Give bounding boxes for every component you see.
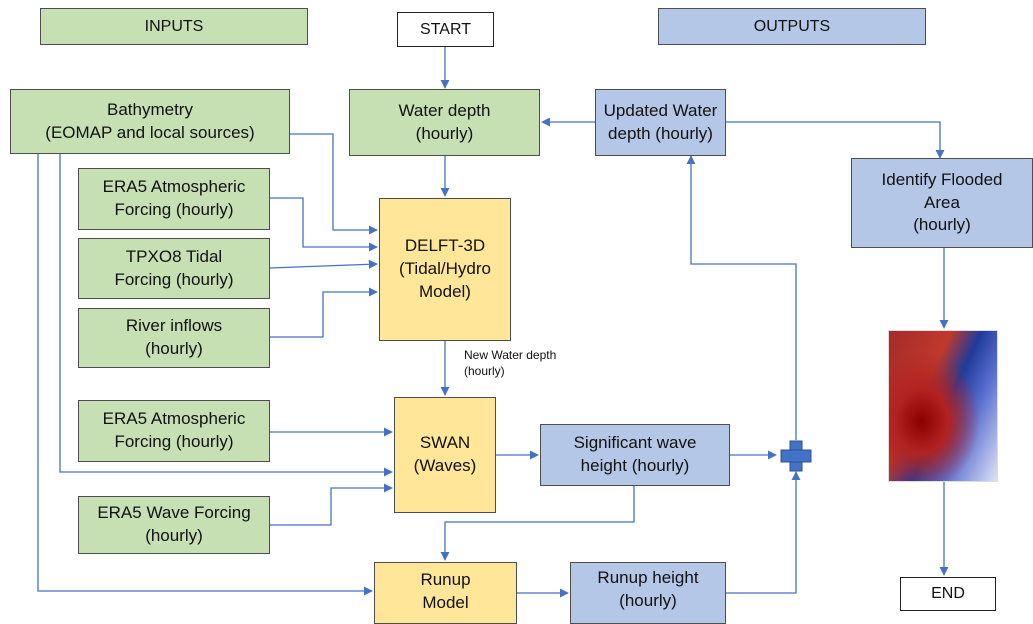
tpxo8-tidal-forcing-node: TPXO8 Tidal Forcing (hourly) <box>78 238 270 299</box>
era5-wave-forcing-node: ERA5 Wave Forcing (hourly) <box>78 496 270 554</box>
arrow-tpxo8-to-delft <box>269 259 378 269</box>
arrow-sig-wave-to-runup <box>440 486 635 561</box>
arrow-runup-height-to-plus <box>726 471 801 594</box>
bathymetry-node: Bathymetry (EOMAP and local sources) <box>10 89 290 154</box>
end-node: END <box>900 577 996 611</box>
river-inflows-node: River inflows (hourly) <box>78 308 270 368</box>
arrow-bathymetry-to-delft <box>290 133 378 235</box>
flood-map-image <box>888 330 998 482</box>
runup-model-node: Runup Model <box>374 562 517 624</box>
arrow-river-to-delft <box>270 287 378 338</box>
delft3d-model-node: DELFT-3D (Tidal/Hydro Model) <box>379 198 511 341</box>
arrow-bathymetry-to-swan <box>59 154 393 477</box>
outputs-header: OUTPUTS <box>658 8 926 45</box>
water-depth-node: Water depth (hourly) <box>349 89 540 156</box>
updated-water-depth-node: Updated Water depth (hourly) <box>595 89 726 156</box>
era5-atmospheric-forcing-2-node: ERA5 Atmospheric Forcing (hourly) <box>78 400 270 462</box>
start-node: START <box>397 12 494 47</box>
swan-model-node: SWAN (Waves) <box>394 397 496 513</box>
arrow-era5-atm1-to-delft <box>270 197 378 252</box>
identify-flooded-area-node: Identify Flooded Area (hourly) <box>851 158 1033 248</box>
arrow-era5-wave-to-swan <box>270 483 393 526</box>
new-water-depth-label: New Water depth (hourly) <box>464 348 557 378</box>
arrow-plus-to-updated <box>686 155 797 440</box>
runup-height-node: Runup height (hourly) <box>570 562 726 624</box>
plus-combiner-icon <box>780 440 812 472</box>
era5-atmospheric-forcing-1-node: ERA5 Atmospheric Forcing (hourly) <box>78 168 270 230</box>
significant-wave-height-node: Significant wave height (hourly) <box>540 424 730 486</box>
inputs-header: INPUTS <box>40 8 308 45</box>
arrow-bathymetry-to-runup <box>37 154 373 596</box>
arrow-updated-to-flooded <box>726 121 945 159</box>
